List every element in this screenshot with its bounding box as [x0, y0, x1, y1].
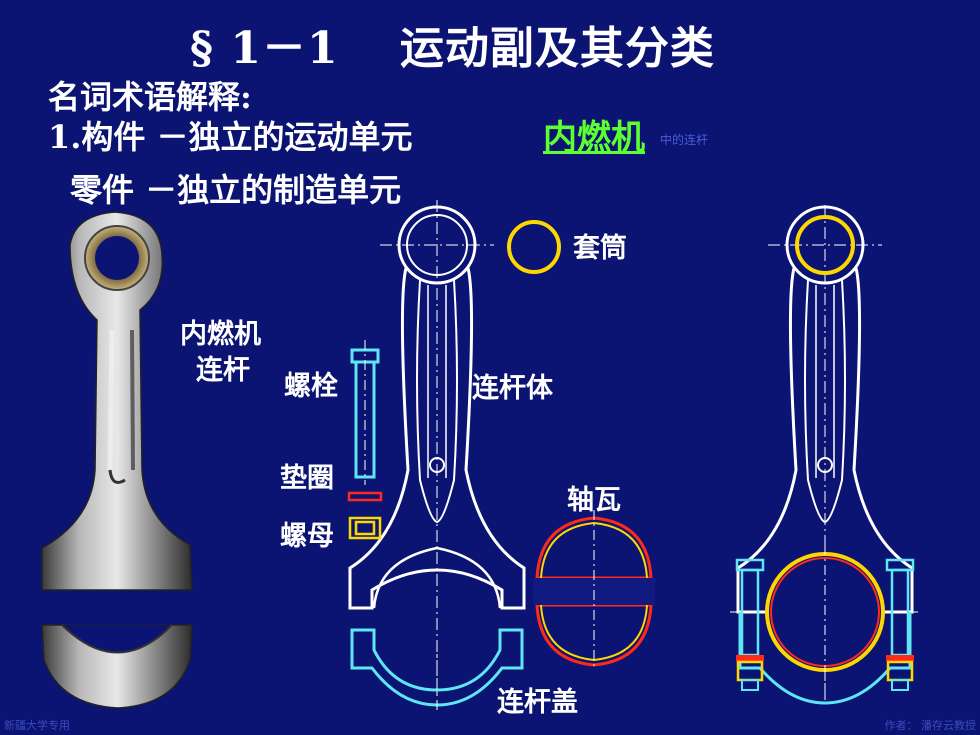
bolt-drawing: [350, 340, 380, 485]
footer-left: 新疆大学专用: [4, 719, 70, 732]
label-washer: 垫圈: [280, 463, 334, 494]
sleeve-drawing: [507, 220, 561, 274]
footer-right: 作者： 潘存云教授: [884, 719, 977, 732]
label-nut: 螺母: [280, 521, 334, 552]
definition-part: 零件 －独立的制造单元: [70, 171, 402, 209]
photo-caption-rod: 连杆: [196, 355, 250, 386]
connecting-rod-photo: [41, 211, 193, 709]
washer-drawing: [347, 491, 383, 502]
section-heading: 名词术语解释:: [48, 78, 252, 116]
engine-link[interactable]: 内燃机: [543, 118, 645, 158]
rod-cap-drawing: [350, 620, 524, 712]
label-bearing: 轴瓦: [567, 485, 621, 516]
label-sleeve: 套筒: [573, 233, 627, 264]
assembled-rod-drawing: [730, 205, 920, 705]
rod-body-drawing: [348, 200, 526, 700]
slide-title: § 1－1 运动副及其分类: [190, 23, 715, 74]
photo-caption-engine: 内燃机: [180, 319, 261, 350]
bearing-shell-drawing: [533, 510, 655, 670]
label-bolt: 螺栓: [284, 371, 338, 402]
nut-drawing: [348, 516, 382, 540]
engine-link-note: 中的连杆: [660, 133, 709, 147]
label-rod-body: 连杆体: [472, 373, 553, 404]
definition-component: 1.构件 －独立的运动单元: [48, 118, 413, 156]
label-rod-cap: 连杆盖: [497, 687, 578, 718]
